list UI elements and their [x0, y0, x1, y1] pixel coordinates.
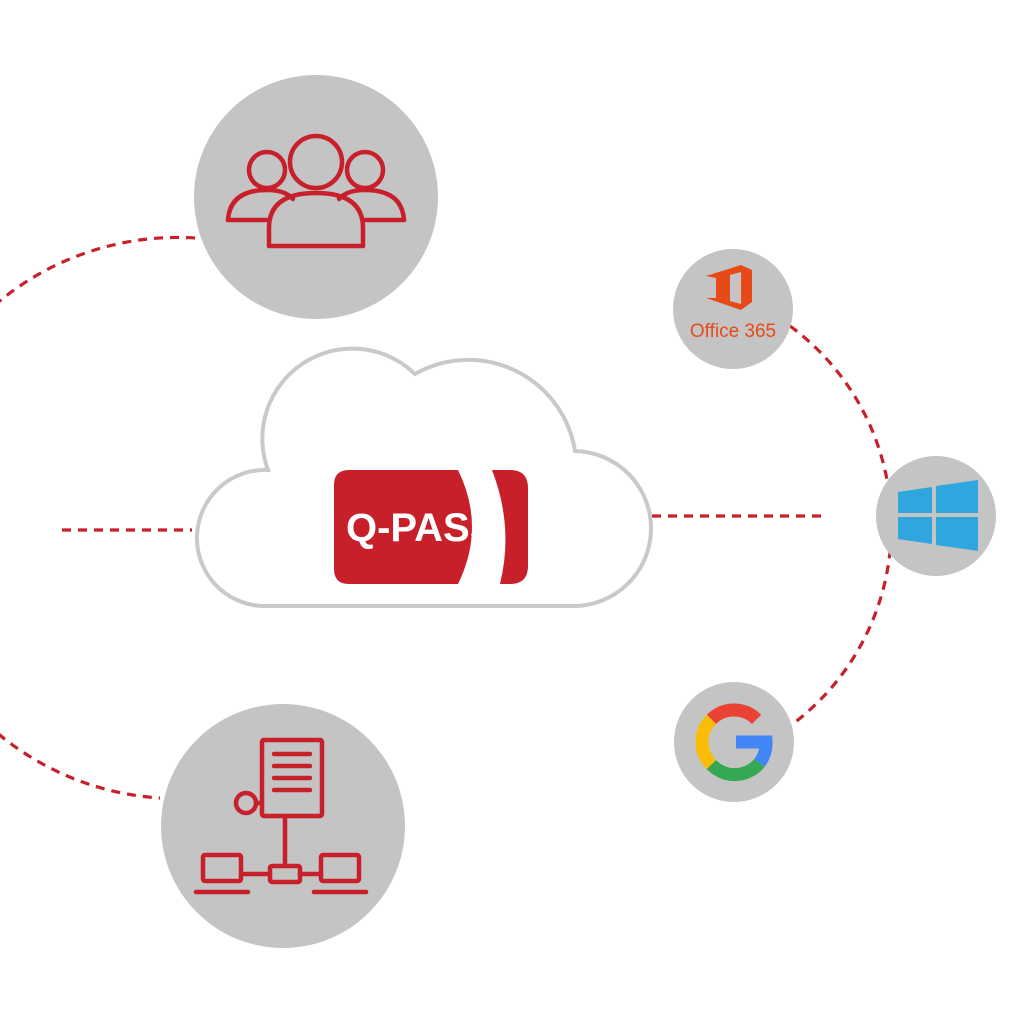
office365-label: Office 365: [690, 321, 776, 342]
office365-node[interactable]: Office 365: [673, 249, 793, 369]
google-node[interactable]: [674, 682, 794, 802]
windows-icon: [898, 480, 978, 551]
qpass-logo-tab: [334, 470, 472, 584]
network-node[interactable]: [161, 704, 405, 948]
users-node-background: [194, 75, 438, 319]
left-arc-connector: [0, 235, 196, 800]
office365-node-background: [673, 249, 793, 369]
users-node[interactable]: [194, 75, 438, 319]
qpass-cloud: Q-PASS: [195, 346, 653, 609]
users-group-icon: [225, 133, 407, 249]
office-365-icon: [706, 265, 752, 310]
windows-node[interactable]: [876, 456, 996, 576]
google-node-background: [674, 682, 794, 802]
qpass-logo-text: Q-PASS: [346, 506, 496, 550]
right-arc-connector: [789, 324, 893, 728]
google-icon: [695, 703, 773, 782]
qpass-logo[interactable]: Q-PASS: [334, 470, 528, 584]
windows-node-background: [876, 456, 996, 576]
network-server-icon: [193, 737, 369, 895]
qpass-logo-tail: [492, 470, 528, 584]
